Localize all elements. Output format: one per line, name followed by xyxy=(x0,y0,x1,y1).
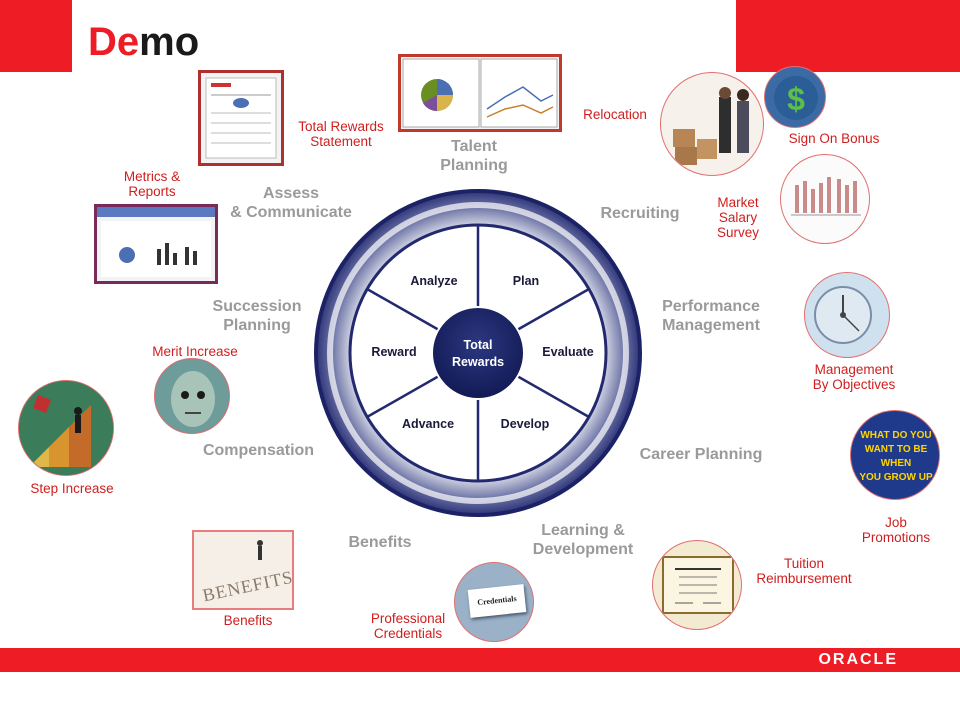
center-label-line1: Total xyxy=(464,338,493,352)
label-learning-development: Learning &Development xyxy=(532,522,634,558)
oracle-logo: ORACLE xyxy=(818,651,898,668)
credentials-card: Credentials xyxy=(467,584,527,618)
label-sign-on-bonus: Sign On Bonus xyxy=(788,131,880,146)
movers-boxes-icon xyxy=(673,87,749,165)
label-assess-communicate: Assess& Communicate xyxy=(230,185,352,221)
label-step-increase: Step Increase xyxy=(30,481,114,496)
segment-advance: Advance xyxy=(402,417,454,431)
divider-upper-left xyxy=(366,287,447,336)
label-compensation: Compensation xyxy=(202,442,315,459)
divider-lower-right xyxy=(509,370,590,419)
benefits-thumbnail[interactable]: BENEFITS xyxy=(192,530,295,610)
divider-upper-right xyxy=(509,287,590,336)
segment-develop: Develop xyxy=(501,417,550,431)
poster-text: WHAT DO YOU WANT TO BE WHEN YOU GROW UP xyxy=(859,430,933,483)
label-merit-increase: Merit Increase xyxy=(152,344,238,359)
step-increase-image[interactable] xyxy=(18,380,114,476)
segment-reward: Reward xyxy=(371,345,416,359)
slide-title: Demo xyxy=(88,20,200,64)
relocation-image[interactable] xyxy=(660,72,764,176)
label-relocation: Relocation xyxy=(583,107,647,122)
segment-evaluate: Evaluate xyxy=(542,345,593,359)
total-rewards-wheel: Total Rewards Analyze Plan Evaluate Deve… xyxy=(314,189,642,517)
metrics-reports-thumbnail[interactable] xyxy=(94,204,218,284)
professional-credentials-image[interactable]: Credentials xyxy=(454,562,534,642)
divider-lower-left xyxy=(366,370,447,419)
portrait-icon xyxy=(155,359,229,433)
management-by-objectives-image[interactable] xyxy=(804,272,890,358)
label-benefits: Benefits xyxy=(348,534,412,551)
talent-planning-thumbnail[interactable] xyxy=(398,54,562,132)
stopwatch-icon xyxy=(814,286,872,344)
segment-plan: Plan xyxy=(513,274,539,288)
document-icon xyxy=(205,77,277,159)
ring-highlight xyxy=(327,202,629,504)
chart-screenshot-icon xyxy=(402,58,558,128)
bar-chart-icon xyxy=(791,177,861,216)
label-benefits-image: Benefits xyxy=(223,613,273,628)
center-hub xyxy=(431,306,525,400)
label-career-planning: Career Planning xyxy=(639,446,763,463)
market-salary-survey-image[interactable] xyxy=(780,154,870,244)
dashboard-icon xyxy=(97,207,215,277)
total-rewards-statement-thumbnail[interactable] xyxy=(198,70,284,166)
center-label-line2: Rewards xyxy=(452,355,504,369)
header-red-block-left xyxy=(0,0,72,72)
tuition-reimbursement-image[interactable] xyxy=(652,540,742,630)
dollar-globe-icon: $ xyxy=(774,76,818,120)
svg-text:$: $ xyxy=(787,81,805,117)
label-metrics-reports: Metrics &Reports xyxy=(123,169,181,199)
sign-on-bonus-image[interactable]: $ xyxy=(764,66,826,128)
footer-bar xyxy=(0,648,960,672)
climbing-steps-icon xyxy=(19,381,113,475)
header-red-block-right xyxy=(736,0,960,72)
job-promotions-image[interactable]: WHAT DO YOU WANT TO BE WHEN YOU GROW UP xyxy=(850,410,940,500)
diploma-icon xyxy=(662,556,734,614)
segment-analyze: Analyze xyxy=(410,274,457,288)
person-figure-icon xyxy=(257,540,263,560)
label-recruiting: Recruiting xyxy=(600,205,680,222)
merit-increase-image[interactable] xyxy=(154,358,230,434)
